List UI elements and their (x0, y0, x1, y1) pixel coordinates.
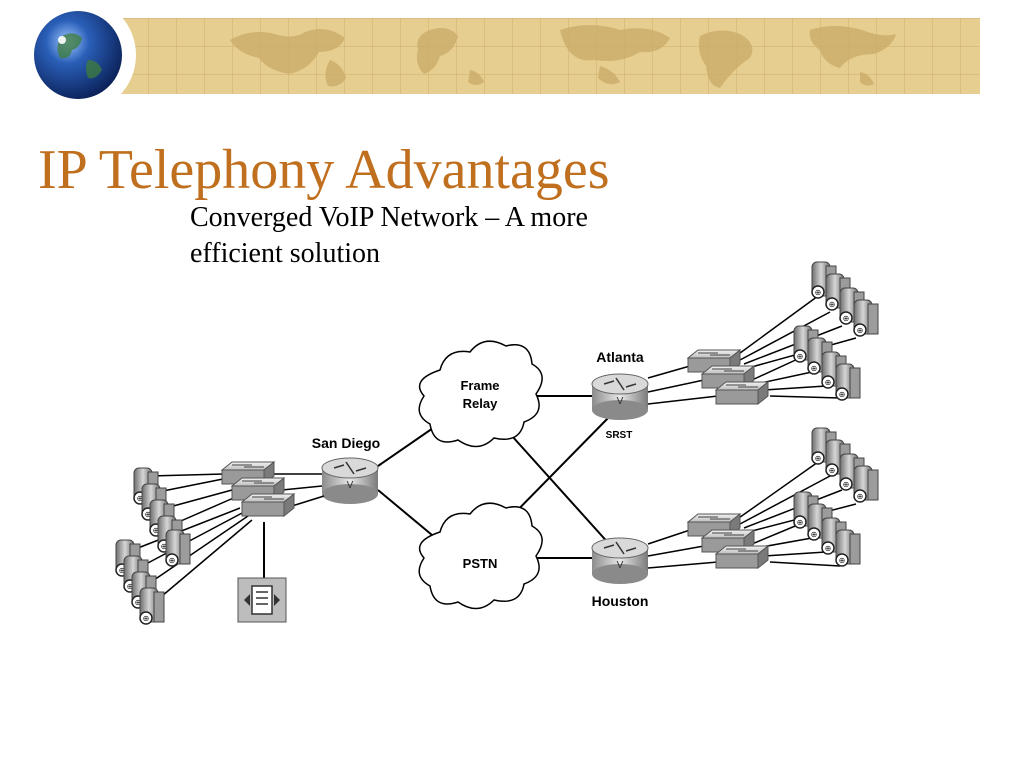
phone-group-atlanta-lower (793, 325, 861, 401)
router-icon-atlanta (591, 373, 649, 421)
san-diego-label: San Diego (312, 435, 380, 451)
ip-phone-icon (139, 587, 165, 625)
ip-phone-icon (835, 363, 861, 401)
phone-group-san-diego-lower (115, 539, 165, 625)
frame-relay-label-1: Frame (460, 378, 499, 393)
phone-group-houston-upper (811, 427, 879, 503)
banner-graphic (20, 0, 980, 110)
slide-title: IP Telephony Advantages (38, 139, 610, 201)
cloud-frame-relay (418, 340, 543, 448)
frame-relay-label-2: Relay (463, 396, 498, 411)
ip-phone-icon (835, 529, 861, 567)
ip-phone-icon (165, 529, 191, 567)
map-continents (230, 25, 896, 89)
cloud-pstn (418, 502, 543, 610)
slide-subtitle: Converged VoIP Network – A more efficien… (190, 202, 588, 269)
call-manager-server-icon (237, 577, 287, 623)
switch-icon-atl-3 (715, 381, 769, 405)
san-diego-lan-links (137, 473, 325, 597)
phone-group-houston-lower (793, 491, 861, 567)
phone-group-atlanta-upper (811, 261, 879, 337)
phone-group-san-diego-upper (133, 467, 191, 567)
router-icon-houston (591, 537, 649, 585)
router-icon-san-diego (321, 457, 379, 505)
ip-phone-icon (853, 299, 879, 337)
switch-icon-sd-3 (241, 493, 295, 517)
header-banner (0, 0, 1024, 110)
houston-label: Houston (592, 593, 649, 609)
srst-label: SRST (606, 430, 633, 441)
ip-phone-icon (853, 465, 879, 503)
pstn-label: PSTN (463, 556, 498, 571)
atlanta-label: Atlanta (596, 349, 644, 365)
switch-icon-hou-3 (715, 545, 769, 569)
globe-icon (34, 11, 122, 99)
